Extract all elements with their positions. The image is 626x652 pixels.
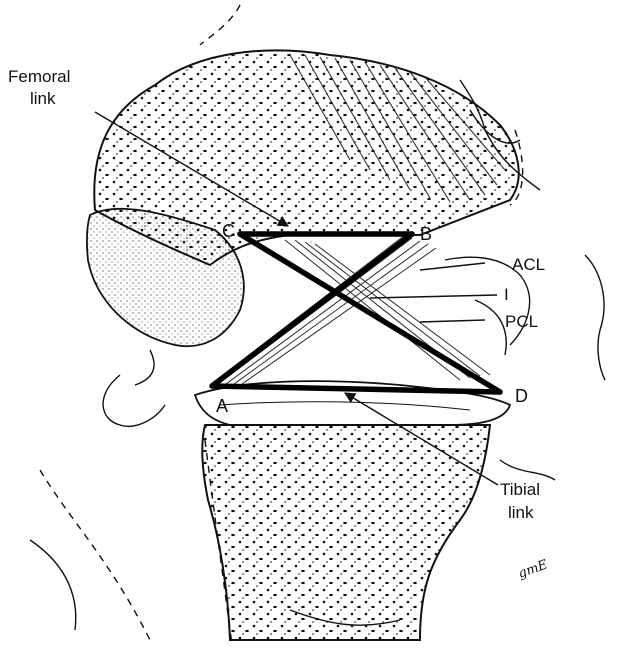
point-b-label: B (420, 224, 432, 244)
femoral-link-label-line1: Femoral (8, 67, 70, 86)
i-leader (370, 295, 497, 298)
point-c-label: C (222, 221, 235, 241)
acl-leader (420, 263, 485, 270)
pcl-leader (420, 320, 485, 322)
i-label: I (504, 285, 509, 304)
tibial-link-label-line1: Tibial (500, 480, 540, 499)
acl-label: ACL (512, 255, 545, 274)
point-a-label: A (216, 396, 228, 416)
pcl-label: PCL (505, 312, 538, 331)
acl-bar (212, 234, 412, 386)
tibial-link-label-line2: link (508, 503, 534, 522)
femoral-link-label-line2: link (30, 89, 56, 108)
tibia-bone (202, 425, 490, 640)
point-d-label: D (515, 386, 528, 406)
artist-signature: gmE (516, 557, 550, 582)
